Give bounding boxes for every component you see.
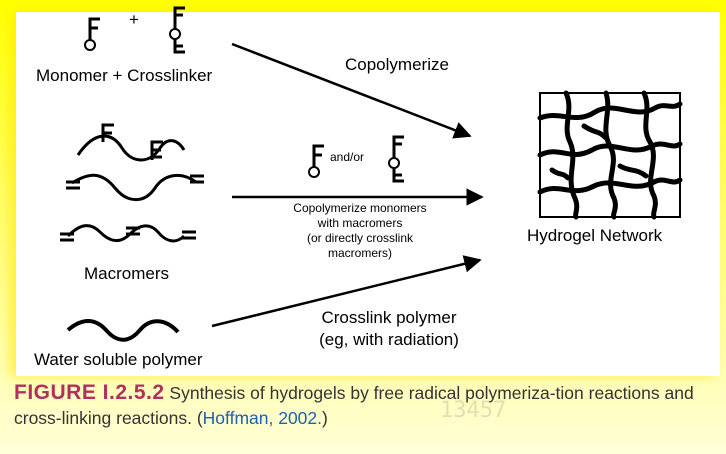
crosslink-polymer-line-2: (eg, with radiation) — [319, 330, 459, 349]
copolymerize-macromers-line-4: macromers) — [327, 246, 392, 260]
arrow-copolymerize — [231, 42, 472, 139]
polymer-chain — [66, 319, 180, 342]
label-copolymerize: Copolymerize — [345, 55, 449, 74]
label-crosslink-polymer: Crosslink polymer (eg, with radiation) — [300, 307, 478, 351]
label-water-soluble-polymer: Water soluble polymer — [34, 350, 203, 369]
caption-end: ) — [322, 408, 328, 428]
label-macromers: Macromers — [84, 264, 170, 283]
arrow-crosslink — [211, 255, 482, 328]
label-copolymerize-macromers: Copolymerize monomers with macromers (or… — [262, 201, 458, 261]
crosslinker-icon — [168, 6, 187, 54]
hydrogel-network-icon — [537, 90, 683, 220]
copolymerize-macromers-line-2: with macromers — [317, 216, 403, 230]
monomer-icon — [83, 17, 102, 52]
caption-citation: Hoffman, 2002. — [202, 408, 323, 428]
copolymerize-macromers-line-3: (or directly crosslink — [306, 231, 414, 245]
caption-figure-label: FIGURE I.2.5.2 — [14, 381, 165, 404]
plus-sign: + — [129, 10, 139, 29]
macromer-chains — [60, 123, 204, 243]
copolymerize-macromers-line-1: Copolymerize monomers — [293, 201, 427, 215]
figure-caption: FIGURE I.2.5.2 Synthesis of hydrogels by… — [14, 380, 714, 431]
label-monomer-crosslinker: Monomer + Crosslinker — [36, 66, 213, 85]
monomer-icon-small — [307, 144, 326, 179]
crosslink-polymer-line-1: Crosslink polymer — [321, 308, 457, 327]
label-and-or: and/or — [330, 150, 365, 164]
caption-text: Synthesis of hydrogels by free radical p… — [14, 383, 694, 428]
label-hydrogel-network: Hydrogel Network — [527, 226, 663, 245]
crosslinker-icon-small — [387, 135, 406, 183]
watermark: 13457 — [440, 398, 507, 423]
